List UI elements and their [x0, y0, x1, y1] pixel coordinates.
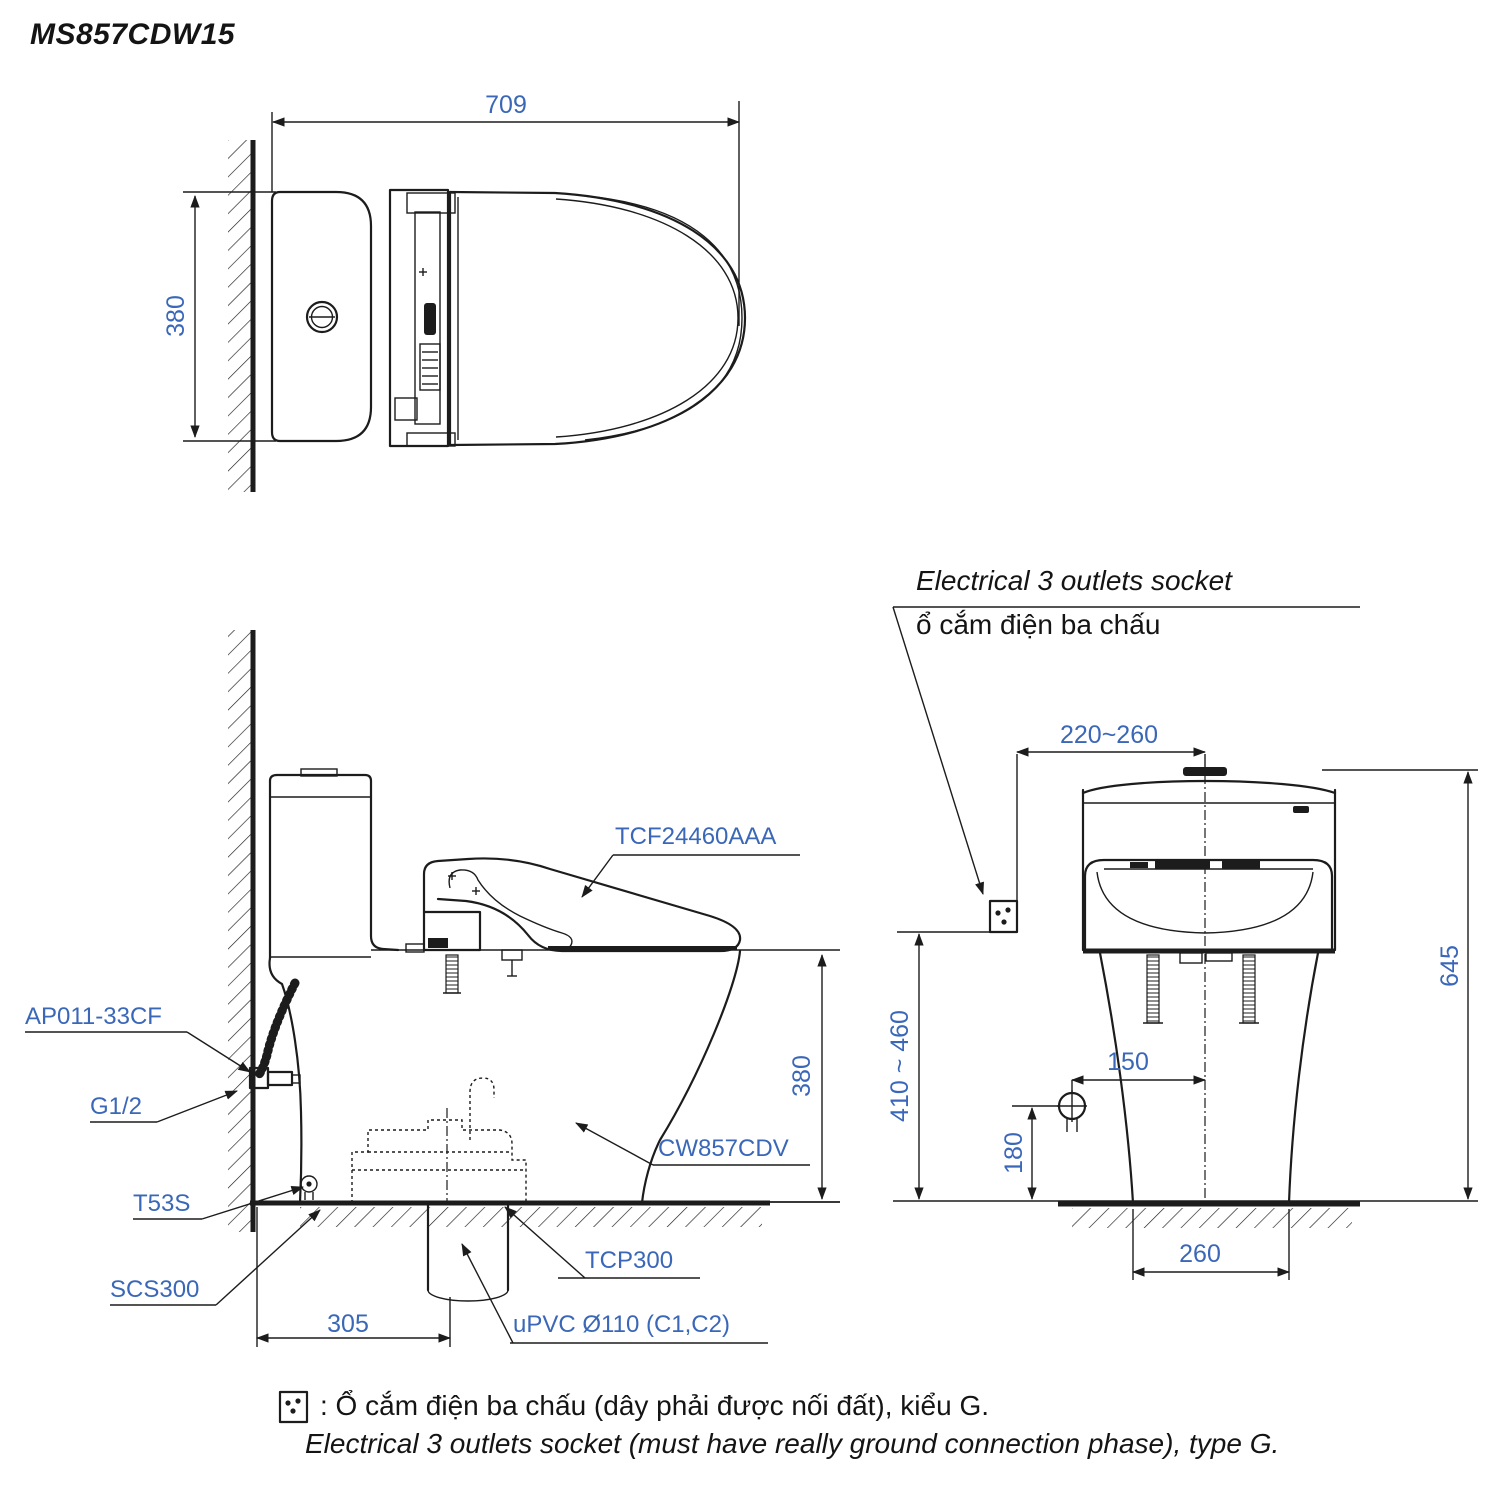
- dim-inlet-height: 180: [999, 1132, 1028, 1174]
- dim-socket-height: 410 ~ 460: [885, 1010, 914, 1122]
- dim-socket-offset: 220~260: [1059, 720, 1159, 749]
- dim-inlet-offset: 150: [1107, 1047, 1149, 1076]
- label-floor-socket: SCS300: [110, 1276, 200, 1303]
- side-view: [25, 630, 840, 1347]
- note-line-en: Electrical 3 outlets socket (must have r…: [305, 1428, 1280, 1459]
- label-drain-pipe: uPVC Ø110 (C1,C2): [513, 1311, 730, 1338]
- label-bowl: CW857CDV: [658, 1135, 789, 1162]
- dim-rim-height: 380: [787, 1055, 816, 1097]
- socket-icon: [278, 1390, 309, 1424]
- label-washlet-seat: TCF24460AAA: [615, 823, 777, 850]
- label-trap: TCP300: [585, 1247, 674, 1274]
- front-view: [892, 606, 1478, 1280]
- socket-heading-en: Electrical 3 outlets socket: [916, 565, 1232, 596]
- dim-top-depth: 380: [161, 295, 190, 337]
- sheet-title: MS857CDW15: [30, 18, 236, 51]
- note-line-vi: : Ổ cắm điện ba chấu (dây phải được nối …: [320, 1390, 990, 1421]
- dim-total-height: 645: [1435, 945, 1464, 987]
- dim-top-width: 709: [485, 90, 527, 119]
- label-stop-valve: AP011-33CF: [25, 1003, 162, 1030]
- dim-drain-offset: 305: [327, 1309, 369, 1338]
- label-thread-size: G1/2: [90, 1093, 143, 1120]
- top-view: [183, 101, 747, 492]
- label-flange: T53S: [133, 1190, 191, 1217]
- socket-heading-vi: ổ cắm điện ba chấu: [916, 609, 1161, 640]
- dim-base-width: 260: [1179, 1239, 1221, 1268]
